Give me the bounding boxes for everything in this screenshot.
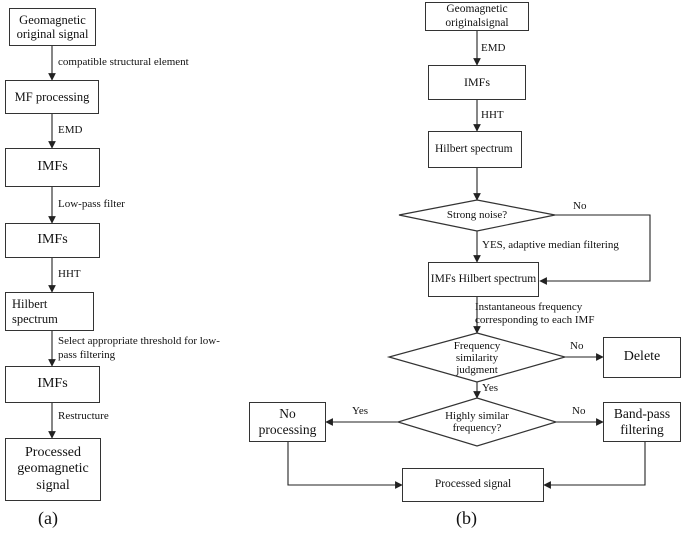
node-a-imfs-3: IMFs — [5, 366, 100, 403]
node-b-delete: Delete — [603, 337, 681, 378]
node-a-imfs-2: IMFs — [5, 223, 100, 258]
arrow-b-no-bypass — [539, 214, 651, 285]
edge-a-label-3: Low-pass filter — [58, 198, 125, 210]
edge-a-label-6: Restructure — [58, 410, 109, 422]
edge-b-label-inst-1: Instantaneous frequency — [475, 301, 583, 313]
label-b-highly-similar: Highly similar frequency? — [445, 409, 509, 434]
node-a-mf-processing: MF processing — [5, 80, 99, 114]
arrow-b-merge-left — [287, 442, 403, 489]
edge-b-label-no-1: No — [573, 200, 587, 212]
edge-a-label-2: EMD — [58, 124, 83, 136]
node-a-imfs-1: IMFs — [5, 148, 100, 187]
node-a-original-signal: Geomagnetic original signal — [9, 8, 96, 46]
diamond-frequency-similarity — [386, 332, 568, 383]
edge-b-label-hht: HHT — [481, 109, 504, 121]
edge-a-label-5b: pass filtering — [58, 349, 116, 361]
caption-a: (a) — [38, 508, 58, 528]
arrow-b-merge-right — [543, 442, 646, 489]
node-b-band-pass: Band-pass filtering — [603, 402, 681, 442]
edge-b-label-no-2: No — [570, 340, 584, 352]
node-b-original-line1: Geomagnetic — [446, 3, 508, 16]
label-b-frequency-similarity: Frequency similarity judgment — [453, 339, 501, 377]
node-b-original-signal: Geomagnetic originalsignal — [425, 2, 529, 31]
diamond-strong-noise — [398, 199, 556, 232]
edge-b-label-yes-adaptive: YES, adaptive median filtering — [482, 239, 619, 251]
node-b-no-processing: No processing — [249, 402, 326, 442]
node-b-original-line2: originalsignal — [445, 16, 509, 29]
edge-a-label-1: compatible structural element — [58, 56, 189, 68]
edge-a-label-5a: Select appropriate threshold for low- — [58, 335, 220, 347]
node-b-imfs-hilbert-spectrum: IMFs Hilbert spectrum — [428, 262, 539, 297]
edge-b-label-emd: EMD — [481, 42, 506, 54]
node-a-hilbert-spectrum: Hilbert spectrum — [5, 292, 94, 331]
diamond-highly-similar — [395, 397, 559, 447]
edge-b-label-yes-1: Yes — [482, 382, 499, 394]
node-a-processed-signal: Processed geomagnetic signal — [5, 438, 101, 501]
edge-a-label-4: HHT — [58, 268, 81, 280]
edge-b-label-no-3: No — [572, 405, 586, 417]
node-b-processed-signal: Processed signal — [402, 468, 544, 502]
label-b-strong-noise: Strong noise? — [446, 208, 508, 221]
node-b-hilbert-spectrum: Hilbert spectrum — [428, 131, 522, 168]
edge-b-label-yes-2: Yes — [352, 405, 369, 417]
caption-b: (b) — [456, 508, 477, 528]
edge-b-label-inst-2: corresponding to each IMF — [475, 314, 595, 326]
node-b-imfs: IMFs — [428, 65, 526, 100]
